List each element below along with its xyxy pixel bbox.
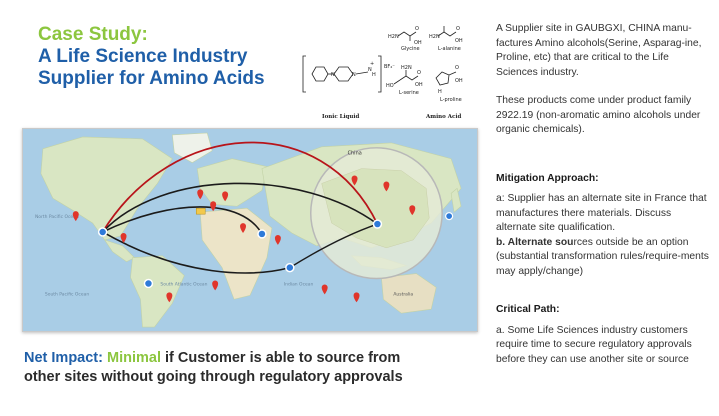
pin-marker [383, 181, 390, 192]
svg-text:H2N: H2N [429, 34, 440, 40]
proline-label: L-proline [440, 97, 462, 103]
black-route-main [102, 182, 378, 233]
svg-text:OH: OH [455, 38, 463, 44]
pin-marker [353, 292, 360, 303]
pin-marker [197, 189, 204, 200]
glycine-label: Glycine [401, 46, 420, 52]
bf4-label: BF₄⁻ [384, 64, 395, 70]
pin-marker [321, 284, 328, 295]
china-label: China [348, 151, 362, 157]
hub-marker [97, 227, 108, 237]
pin-marker [210, 201, 217, 212]
svg-text:H2N: H2N [401, 65, 412, 71]
svg-text:H: H [372, 72, 376, 78]
serine-label: L-serine [399, 90, 419, 96]
black-route-europe [102, 206, 263, 235]
net-impact-minimal: Minimal [107, 350, 161, 366]
title-line-supplier: Supplier for Amino Acids [38, 68, 265, 89]
svg-text:+: + [370, 61, 374, 67]
pin-marker [409, 205, 416, 216]
north-pacific-label: North Pacific Ocean [35, 214, 79, 220]
svg-text:H: H [438, 89, 442, 95]
right-column: A Supplier site in GAUBGXI, CHINA manu-f… [496, 22, 710, 367]
pin-marker [166, 292, 173, 303]
red-route [101, 141, 379, 233]
svg-text:O: O [456, 26, 460, 32]
pin-marker [212, 280, 219, 291]
alanine-label: L-alanine [438, 46, 461, 52]
svg-text:O: O [455, 65, 459, 71]
hub-marker [257, 229, 267, 239]
pin-marker [120, 232, 127, 243]
hub-marker [143, 278, 154, 289]
net-impact-label: Net Impact: [24, 350, 103, 366]
pin-marker [72, 211, 79, 222]
pin-marker [222, 191, 229, 202]
supplier-description: A Supplier site in GAUBGXI, CHINA manu-f… [496, 23, 702, 78]
hub-marker [372, 219, 383, 229]
mitigation-heading: Mitigation Approach: [496, 172, 599, 184]
flag-marker [195, 207, 206, 215]
mitigation-item-b: b. Alternate sources outside be an optio… [496, 236, 710, 280]
critical-path-item-a: a. Some Life Sciences industry customers… [496, 324, 692, 365]
title-line-industry: A Life Science Industry [38, 46, 248, 67]
svg-text:H2N: H2N [388, 34, 399, 40]
black-route-india [102, 231, 291, 274]
mitigation-item-b-label: b. Alternate sou [496, 236, 574, 248]
title-case-study: Case Study: [38, 24, 148, 45]
pin-group [72, 175, 416, 303]
svg-text:N: N [352, 72, 356, 78]
critical-path-heading: Critical Path: [496, 304, 560, 315]
ionic-liquid-caption: Ionic Liquid [322, 114, 359, 120]
pin-marker [274, 234, 281, 245]
svg-text:HO: HO [386, 83, 394, 89]
south-atlantic-label: South Atlantic Ocean [160, 281, 207, 287]
svg-text:OH: OH [455, 78, 463, 84]
amino-acid-caption: Amino Acid [425, 114, 461, 120]
svg-text:O: O [417, 70, 421, 76]
svg-text:OH: OH [415, 82, 423, 88]
product-family-description: These products come under product family… [496, 95, 701, 135]
australia-label: Australia [393, 291, 413, 297]
mitigation-item-a: a: Supplier has an alternate site in Fra… [496, 193, 707, 233]
chemical-structures-image: N N N + H BF₄⁻ H2N O OH Glycine H2N O OH… [298, 14, 476, 124]
pin-marker [240, 223, 247, 233]
svg-text:O: O [415, 26, 419, 32]
pin-marker [351, 175, 358, 186]
hub-marker [445, 212, 454, 221]
south-pacific-label: South Pacific Ocean [45, 291, 89, 297]
net-impact: Net Impact: Minimal if Customer is able … [24, 349, 424, 387]
svg-text:OH: OH [414, 40, 422, 46]
net-impact-text: if Customer is able to source from other… [24, 350, 403, 385]
svg-text:N: N [331, 72, 335, 78]
indian-ocean-label: Indian Ocean [284, 281, 314, 287]
mitigation-item-b-text: rces outside be an option (substantial t… [496, 236, 709, 277]
title-block: Case Study: A Life Science Industry Supp… [38, 24, 288, 90]
black-route-asia [289, 223, 378, 269]
world-map: China North Pacific Ocean South Pacific … [22, 128, 478, 332]
hub-marker [285, 262, 295, 273]
svg-text:N: N [368, 67, 372, 73]
